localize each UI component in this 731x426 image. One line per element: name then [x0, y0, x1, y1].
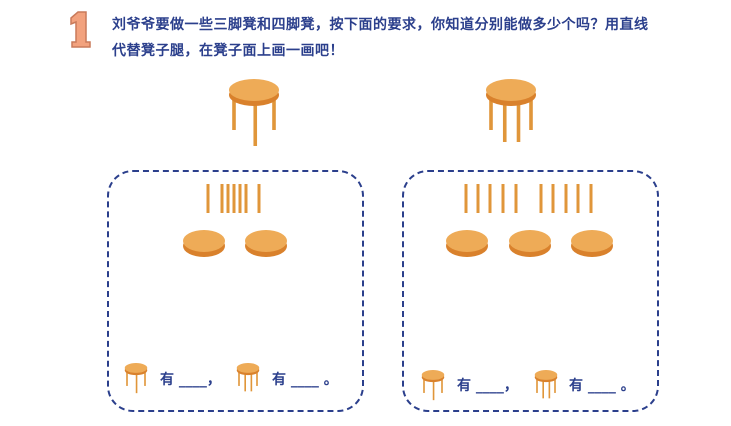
stool-leg-stick — [589, 184, 593, 213]
stool-leg-stick — [476, 184, 480, 213]
stool-leg-stick — [564, 184, 568, 213]
has-label: 有 — [160, 372, 174, 388]
answer-blank-four-leg[interactable]: ____ — [290, 372, 319, 388]
has-label: 有 — [457, 378, 471, 394]
answer-blank-three-leg[interactable]: ____ — [475, 378, 504, 394]
stool-leg-stick — [551, 184, 555, 213]
stool-leg-stick — [244, 184, 248, 213]
stool-seat — [509, 230, 551, 257]
four-leg-stool-icon — [534, 370, 558, 399]
period: 。 — [620, 378, 635, 394]
stool-leg-stick — [206, 184, 210, 213]
answer-blank-three-leg[interactable]: ____ — [178, 372, 207, 388]
period: 。 — [323, 372, 338, 388]
answer-left-2: 有 ____ 。 — [272, 369, 338, 389]
has-label: 有 — [272, 372, 286, 388]
three-leg-stool-icon — [124, 363, 148, 394]
stool-seat — [446, 230, 488, 257]
stool-seat — [183, 230, 225, 257]
stool-leg-stick — [226, 184, 230, 213]
stool-leg-stick — [257, 184, 261, 213]
separator: ， — [206, 372, 221, 388]
three-leg-stool — [229, 79, 279, 146]
three-leg-stool-icon — [421, 370, 445, 401]
stool-leg-stick — [464, 184, 468, 213]
answer-blank-four-leg[interactable]: ____ — [587, 378, 616, 394]
has-label: 有 — [569, 378, 583, 394]
stool-leg-stick — [238, 184, 242, 213]
stool-seat — [571, 230, 613, 257]
four-leg-stool — [486, 79, 536, 142]
answer-left: 有 ____， — [160, 369, 221, 389]
stool-leg-stick — [232, 184, 236, 213]
separator: ， — [503, 378, 518, 394]
four-leg-stool-icon — [236, 363, 260, 392]
answer-right-2: 有 ____ 。 — [569, 375, 635, 395]
stool-leg-stick — [220, 184, 224, 213]
stool-leg-stick — [539, 184, 543, 213]
question-line-2: 代替凳子腿，在凳子面上画一画吧！ — [112, 43, 344, 59]
stool-leg-stick — [514, 184, 518, 213]
panel-right — [402, 170, 659, 412]
question-line-1: 刘爷爷要做一些三脚凳和四脚凳，按下面的要求，你知道分别能做多少个吗？用直线 — [112, 17, 649, 33]
stool-leg-stick — [576, 184, 580, 213]
number-one-icon — [70, 11, 91, 48]
panel-left — [107, 170, 364, 412]
answer-right: 有 ____， — [457, 375, 518, 395]
stool-seat — [245, 230, 287, 257]
stool-leg-stick — [501, 184, 505, 213]
stool-leg-stick — [488, 184, 492, 213]
